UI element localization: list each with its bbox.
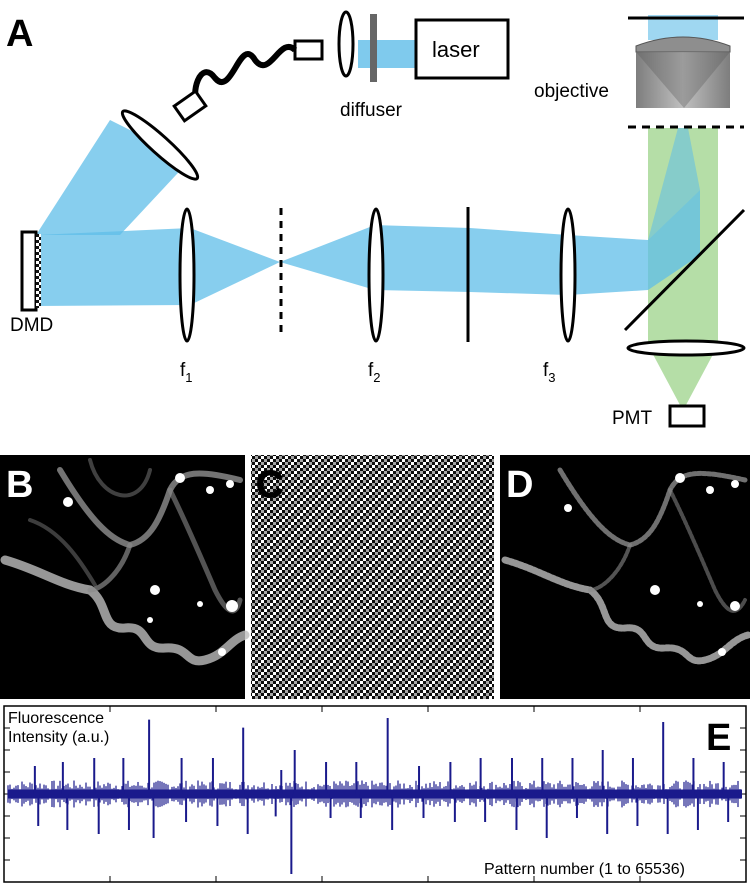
fiber-coupler-in xyxy=(293,39,324,61)
panel-label-b: B xyxy=(6,464,33,506)
image-d-cell-structures xyxy=(501,467,750,665)
image-c-pattern-overlay xyxy=(251,455,494,699)
panel-label-d: D xyxy=(506,464,533,506)
plot-ticks xyxy=(4,706,746,882)
panel-label-a: A xyxy=(6,13,33,55)
optical-fiber xyxy=(192,44,298,107)
dichroic-mirror xyxy=(623,208,746,332)
y-axis-label-line1: Fluorescence xyxy=(8,710,104,727)
dmd xyxy=(20,230,41,312)
laser-box xyxy=(414,18,510,80)
lens-f2-label: f2 xyxy=(368,360,381,385)
image-b-bright-spots xyxy=(63,473,238,656)
collection-lens xyxy=(626,339,746,357)
diffuser-label: diffuser xyxy=(340,100,403,121)
pmt-label: PMT xyxy=(612,408,653,429)
lens-f1 xyxy=(178,207,196,343)
image-d-bright-spots xyxy=(564,473,740,656)
objective-label: objective xyxy=(534,81,609,102)
panel-c: C xyxy=(251,455,494,699)
panel-label-e: E xyxy=(706,717,731,759)
objective xyxy=(628,16,744,129)
x-axis-label: Pattern number (1 to 65536) xyxy=(484,861,685,878)
collimation-lens xyxy=(120,109,200,181)
diffuser-plate xyxy=(370,14,377,82)
panel-b: B xyxy=(0,455,250,699)
panel-label-c: C xyxy=(256,464,283,506)
pmt-box xyxy=(668,404,706,428)
panel-d: D xyxy=(500,455,750,699)
y-axis-label-line2: Intensity (a.u.) xyxy=(8,729,109,746)
fiber-coupler-out xyxy=(172,89,208,123)
trace-spikes xyxy=(33,718,730,874)
lens-f3-label: f3 xyxy=(543,360,556,385)
panel-a: A laser diffuser xyxy=(6,10,746,429)
dmd-label: DMD xyxy=(10,315,53,336)
coupling-lens xyxy=(337,10,355,78)
panel-e: Fluorescence Intensity (a.u.) Pattern nu… xyxy=(3,705,747,883)
lens-f2 xyxy=(367,207,385,343)
lens-f3 xyxy=(559,207,577,343)
lens-f1-label: f1 xyxy=(180,360,193,385)
laser-label: laser xyxy=(432,37,480,62)
